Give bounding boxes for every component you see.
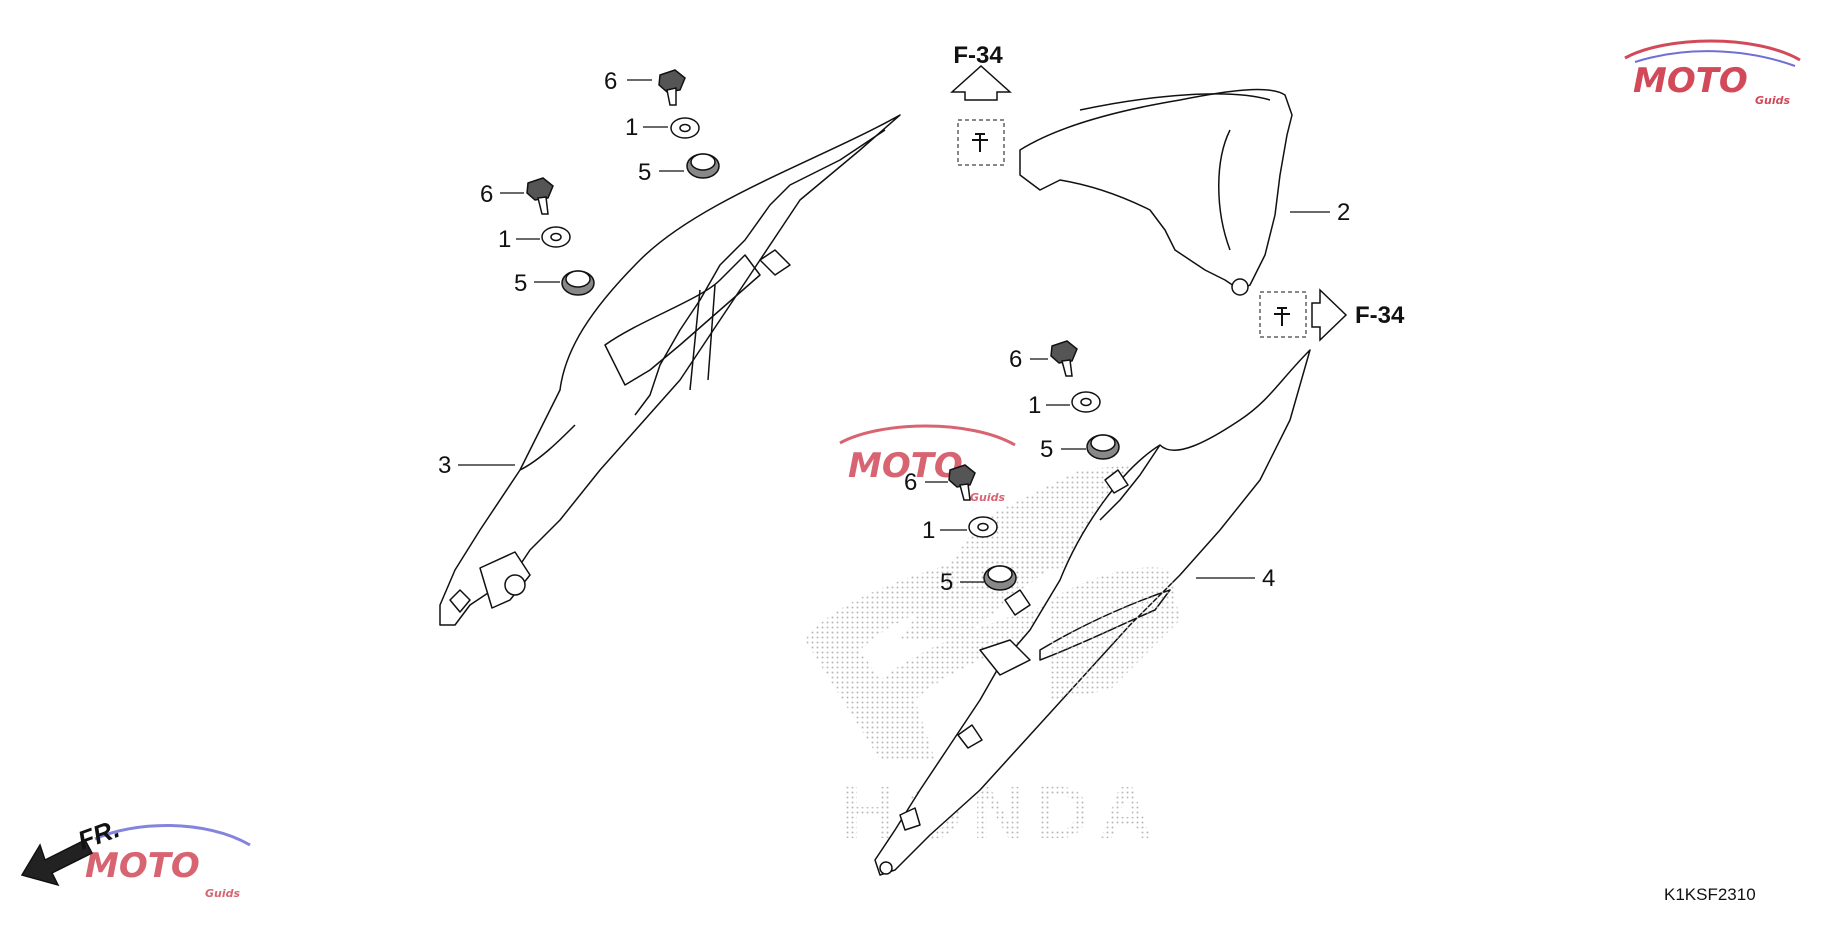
- screw-icon: [1274, 307, 1290, 326]
- grommet-top: [690, 153, 716, 171]
- callout-3: 3: [438, 452, 451, 479]
- watermark-sub: Guids: [1755, 94, 1791, 107]
- watermark-swoosh-blue-icon: [1634, 50, 1796, 67]
- watermark-swoosh-icon: [1624, 39, 1801, 62]
- arrow-right-icon: [1311, 288, 1348, 342]
- part-code: K1KSF2310: [1664, 885, 1756, 904]
- collar-hole: [679, 123, 691, 133]
- callout-1: 1: [922, 517, 935, 544]
- cover-tab: [449, 589, 471, 613]
- bolt-icon: [948, 464, 976, 488]
- arrow-down-left-icon: [20, 839, 94, 887]
- ref-label-top: F-34: [953, 42, 1003, 69]
- cover-lower-edge: [519, 424, 576, 471]
- bolt-icon: [658, 69, 686, 93]
- grommet-top: [987, 565, 1013, 583]
- callout-6: 6: [1009, 346, 1022, 373]
- front-direction-indicator: FR.: [20, 813, 123, 887]
- cowl-body: [1019, 88, 1293, 291]
- bolt-shank: [537, 196, 549, 215]
- callout-5: 5: [1040, 436, 1053, 463]
- ref-box-right: F-34: [1259, 288, 1405, 342]
- hardware-group-1: [658, 69, 720, 179]
- callout-6: 6: [480, 181, 493, 208]
- callout-1: 1: [1028, 392, 1041, 419]
- ref-box-top: F-34: [950, 42, 1012, 166]
- cover-strut: [689, 284, 716, 391]
- callout-1: 1: [498, 226, 511, 253]
- cover-clip: [899, 807, 921, 831]
- wing-shape: [805, 478, 1240, 760]
- cover-clip: [1004, 589, 1031, 616]
- cover-inner-edge: [634, 129, 886, 416]
- watermark-sub: Guids: [205, 887, 241, 900]
- cover-mount-hole: [879, 861, 893, 875]
- bolt-icon: [526, 177, 554, 201]
- callout-2: 2: [1337, 199, 1350, 226]
- cover-clip: [979, 639, 1031, 676]
- watermark-sub: Guids: [970, 491, 1006, 504]
- cover-rib: [604, 254, 761, 386]
- callouts: 6 1 5 6 1 5 3 2 6 1 5 6 1 5 4: [438, 68, 1350, 596]
- bolt-icon: [1050, 340, 1078, 364]
- watermark-main: MOTO: [1633, 61, 1748, 101]
- callout-5: 5: [514, 270, 527, 297]
- moto-watermark-bottom-left: MOTO Guids: [85, 823, 251, 900]
- watermark-swoosh-icon: [94, 823, 251, 847]
- hardware-group-4: [948, 464, 1017, 591]
- watermark-main: MOTO: [848, 446, 963, 486]
- bolt-shank: [959, 483, 971, 501]
- grommet-top: [1090, 434, 1116, 452]
- callout-4: 4: [1262, 565, 1275, 592]
- arrow-up-icon: [950, 64, 1012, 101]
- bolt-shank: [1061, 359, 1073, 377]
- collar-hole: [550, 232, 562, 242]
- ref-dashed-box: [1259, 291, 1307, 338]
- hardware-group-3: [1050, 340, 1120, 460]
- cover-body: [439, 114, 901, 626]
- grommet-top: [565, 270, 591, 288]
- callout-5: 5: [940, 569, 953, 596]
- cowl-crease: [1218, 129, 1231, 251]
- bolt-shank: [666, 87, 677, 106]
- cover-inner-edge: [1099, 444, 1161, 521]
- screw-icon: [972, 133, 988, 152]
- callout-5: 5: [638, 159, 651, 186]
- honda-wing-watermark-overlay: [1050, 567, 1180, 700]
- hardware-group-2: [526, 177, 595, 296]
- cowl-mount-hole: [1231, 278, 1249, 296]
- cowl-top-edge: [1079, 93, 1271, 111]
- watermark-main: MOTO: [85, 846, 200, 886]
- cover-clip: [957, 724, 983, 749]
- ref-dashed-box: [957, 119, 1005, 166]
- collar-hole: [1080, 397, 1092, 407]
- rear-upper-cowl: [1019, 88, 1293, 296]
- leader-lines: [458, 79, 1330, 583]
- ref-label-right: F-34: [1355, 302, 1405, 329]
- mount-hole: [504, 574, 526, 596]
- watermark-swoosh-icon: [839, 424, 1016, 447]
- callout-6: 6: [904, 469, 917, 496]
- moto-watermark-top-right: MOTO Guids: [1624, 39, 1801, 107]
- cover-clip: [759, 249, 791, 276]
- cover-clip: [1104, 469, 1129, 494]
- callout-1: 1: [625, 114, 638, 141]
- left-side-cover: [439, 114, 901, 626]
- callout-6: 6: [604, 68, 617, 95]
- moto-watermark-center: MOTO Guids: [839, 424, 1016, 504]
- collar-hole: [977, 522, 989, 532]
